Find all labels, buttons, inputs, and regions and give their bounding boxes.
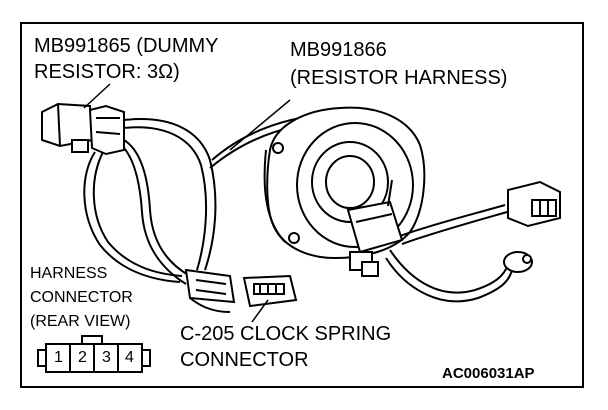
clock-spring [263,106,426,277]
harness-leader [229,99,291,151]
resistor-harness-wires [83,117,301,285]
pin-2: 2 [78,349,87,366]
pin-1: 1 [54,349,63,366]
harness-connector-rear-view [37,335,151,373]
dummy-resistor [41,102,125,156]
figure-code: AC006031AP [442,365,535,382]
clock-spring-label-line1: C-205 CLOCK SPRING [180,323,392,345]
clock-spring-label-line2: CONNECTOR [180,349,309,371]
c205-connector [242,274,298,308]
resistor-harness-label-line2: (RESISTOR HARNESS) [290,67,508,89]
harness-plug [184,268,236,313]
right-connector [507,180,561,228]
pin-4: 4 [125,349,134,366]
spring-lead-wires [385,204,513,303]
dummy-resistor-label-line1: MB991865 (DUMMY [34,35,219,57]
pin-3: 3 [102,349,111,366]
resistor-harness-label-line1: MB991866 [290,39,387,61]
harness-connector-label-line1: HARNESS [30,265,108,282]
ground-terminal [503,251,533,273]
harness-connector-label-line2: CONNECTOR [30,289,133,306]
dummy-resistor-label-line2: RESISTOR: 3Ω) [34,61,180,83]
figure-frame [20,22,584,388]
harness-connector-label-line3: (REAR VIEW) [30,313,131,330]
